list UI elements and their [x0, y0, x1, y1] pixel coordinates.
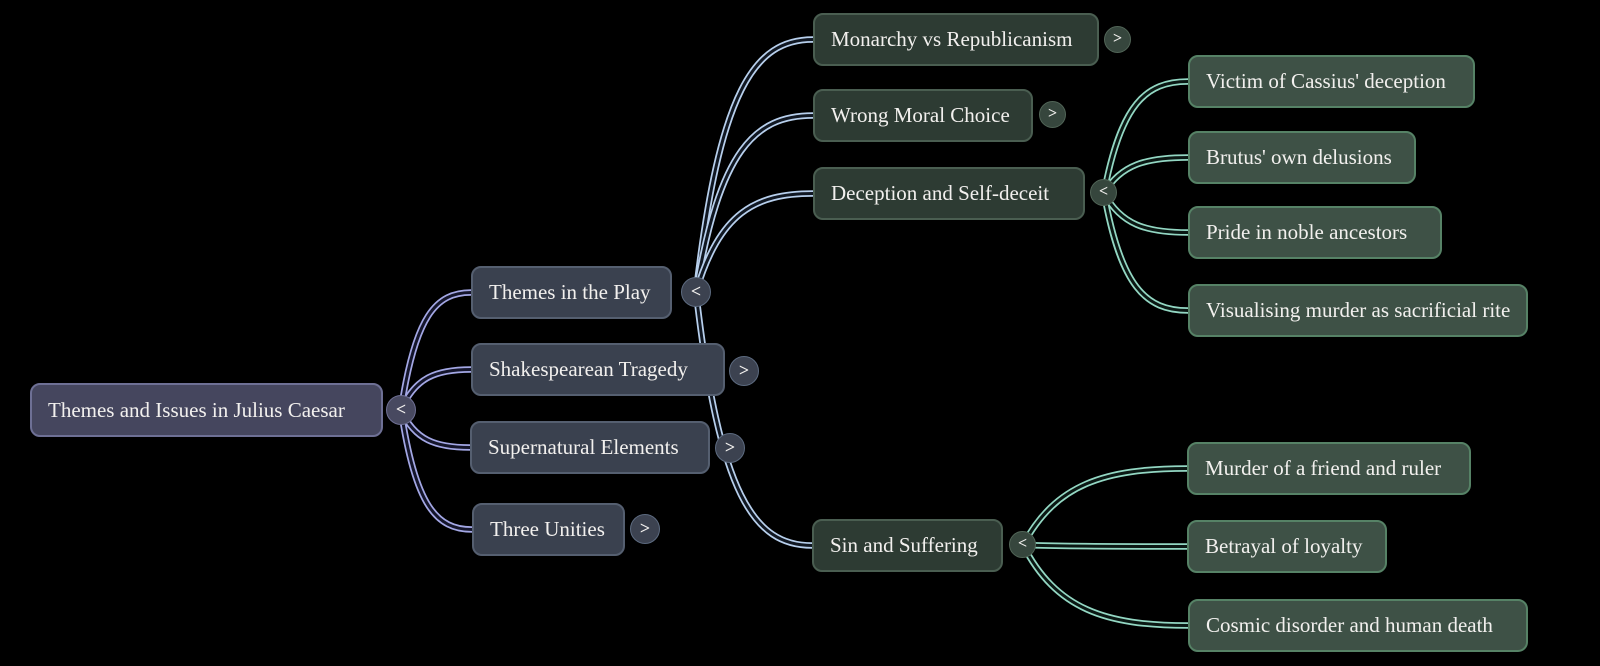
- node-betrayal-of-loyalty[interactable]: Betrayal of loyalty: [1187, 520, 1387, 573]
- edge-core: [1102, 80, 1190, 195]
- node-three-unities[interactable]: Three Unities: [472, 503, 625, 556]
- edge: [692, 288, 816, 549]
- node-visualising-murder-as-sacrificial-rite[interactable]: Visualising murder as sacrificial rite: [1188, 284, 1528, 337]
- node-deception-and-self-deceit[interactable]: Deception and Self-deceit: [813, 167, 1085, 220]
- edge-core: [399, 291, 473, 412]
- toggle-shakespearean-tragedy[interactable]: >: [729, 356, 759, 386]
- edge-core: [1102, 156, 1190, 195]
- edge-core: [1102, 191, 1190, 312]
- node-monarchy-vs-republicanism[interactable]: Monarchy vs Republicanism: [813, 13, 1099, 66]
- node-wrong-moral-choice[interactable]: Wrong Moral Choice: [813, 89, 1033, 142]
- edge-core: [1021, 543, 1190, 627]
- node-cosmic-disorder-and-human-death[interactable]: Cosmic disorder and human death: [1188, 599, 1528, 652]
- node-victim-of-cassius-deception[interactable]: Victim of Cassius' deception: [1188, 55, 1475, 108]
- toggle-wrong-moral-choice[interactable]: >: [1039, 101, 1066, 128]
- edge-core: [1102, 191, 1190, 234]
- node-themes-in-the-play[interactable]: Themes in the Play: [471, 266, 672, 319]
- edge-core: [399, 408, 474, 531]
- edge-core: [694, 38, 815, 294]
- toggle-root[interactable]: <: [386, 395, 416, 425]
- node-pride-in-noble-ancestors[interactable]: Pride in noble ancestors: [1188, 206, 1442, 259]
- toggle-themes-in-the-play[interactable]: <: [681, 277, 711, 307]
- edge: [1019, 541, 1192, 629]
- node-murder-of-a-friend-and-ruler[interactable]: Murder of a friend and ruler: [1187, 442, 1471, 495]
- edge: [1019, 465, 1191, 549]
- edge-core: [694, 114, 815, 294]
- toggle-three-unities[interactable]: >: [630, 514, 660, 544]
- node-sin-and-suffering[interactable]: Sin and Suffering: [812, 519, 1003, 572]
- toggle-sin-and-suffering[interactable]: <: [1009, 531, 1036, 558]
- toggle-monarchy-vs-republicanism[interactable]: >: [1104, 26, 1131, 53]
- node-supernatural-elements[interactable]: Supernatural Elements: [470, 421, 710, 474]
- node-shakespearean-tragedy[interactable]: Shakespearean Tragedy: [471, 343, 725, 396]
- node-brutus-own-delusions[interactable]: Brutus' own delusions: [1188, 131, 1416, 184]
- edge-core: [1021, 543, 1189, 548]
- toggle-deception-and-self-deceit[interactable]: <: [1090, 179, 1117, 206]
- node-root[interactable]: Themes and Issues in Julius Caesar: [30, 383, 383, 437]
- toggle-supernatural-elements[interactable]: >: [715, 433, 745, 463]
- edge-core: [694, 192, 815, 294]
- edge-core: [1021, 467, 1189, 547]
